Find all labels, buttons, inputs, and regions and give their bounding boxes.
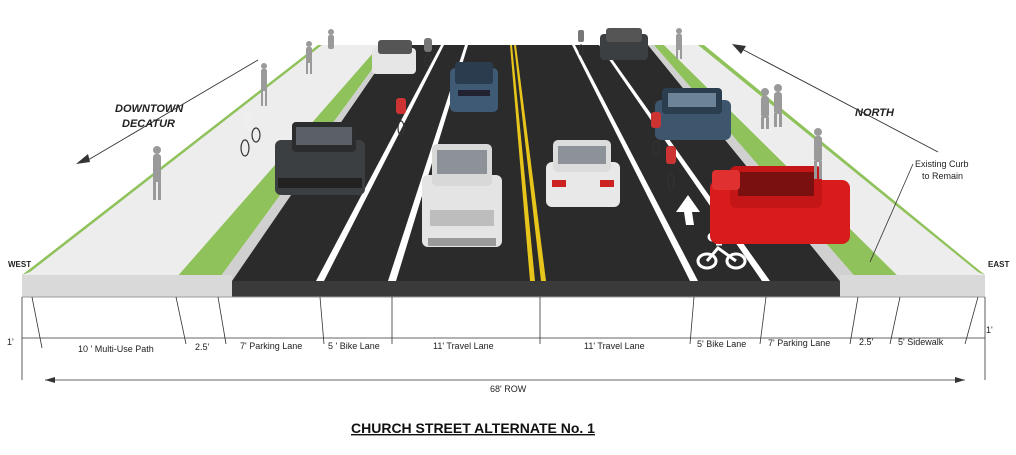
slab-front-left (22, 275, 232, 297)
parked-car-left-white (372, 40, 416, 74)
left-edge-green (22, 45, 322, 275)
arrow-left-icon (76, 154, 90, 164)
downtown-label-line1: DOWNTOWN (115, 103, 184, 115)
slab-front-right (840, 275, 985, 297)
parked-car-right-dark (600, 28, 648, 60)
bike-lane-arrow (676, 195, 700, 225)
existing-curb-line1: Existing Curb (915, 159, 969, 169)
left-travel-lane-line (388, 45, 468, 281)
multi-use-path (22, 45, 380, 278)
center-line-b (514, 45, 546, 281)
right-edge-green (698, 45, 985, 275)
dim-multi-use-path: 10 ' Multi-Use Path (78, 344, 154, 354)
east-label: EAST (988, 260, 1009, 269)
dim-bike-right: 5' Bike Lane (697, 339, 746, 349)
dim-1ft-right: 1' (986, 325, 993, 335)
center-line-a (510, 45, 535, 281)
white-sedan (546, 140, 620, 207)
right-sidewalk (664, 45, 985, 278)
dim-travel-right: 11' Travel Lane (584, 341, 645, 351)
parked-car-right-blue (655, 88, 731, 140)
blue-car (450, 62, 498, 112)
north-callout: NORTH (732, 44, 939, 153)
dim-travel-left: 11' Travel Lane (433, 341, 494, 351)
left-bike-lane-line (316, 45, 444, 281)
row-total-label: 68' ROW (490, 384, 527, 394)
white-pickup-truck (422, 144, 502, 247)
pedestrian-figures (153, 28, 822, 200)
dim-parking-left: 7' Parking Lane (240, 341, 302, 351)
page-title: CHURCH STREET ALTERNATE No. 1 (351, 420, 595, 436)
dim-parking-right: 7' Parking Lane (768, 338, 830, 348)
dim-planting-right: 2.5' (859, 337, 874, 347)
dimension-line (21, 296, 986, 380)
dim-sidewalk: 5' Sidewalk (898, 337, 944, 347)
right-travel-lane-line (572, 45, 698, 281)
downtown-callout: DOWNTOWN DECATUR (76, 59, 259, 164)
existing-curb-callout: Existing Curb to Remain (869, 159, 969, 263)
arrow-northwest-icon (732, 44, 746, 54)
existing-curb-line2: to Remain (922, 171, 963, 181)
parked-car-right-red (710, 166, 850, 244)
slab-front-road (232, 281, 840, 297)
north-label: NORTH (855, 107, 895, 119)
row-dimension: 68' ROW (45, 377, 965, 394)
cyclist-figures (240, 30, 676, 191)
dim-1ft-left: 1' (7, 337, 14, 347)
west-label: WEST (8, 260, 31, 269)
dim-planting-left: 2.5' (195, 342, 210, 352)
dim-bike-left: 5 ' Bike Lane (328, 341, 380, 351)
parked-car-left-dark (275, 122, 365, 195)
